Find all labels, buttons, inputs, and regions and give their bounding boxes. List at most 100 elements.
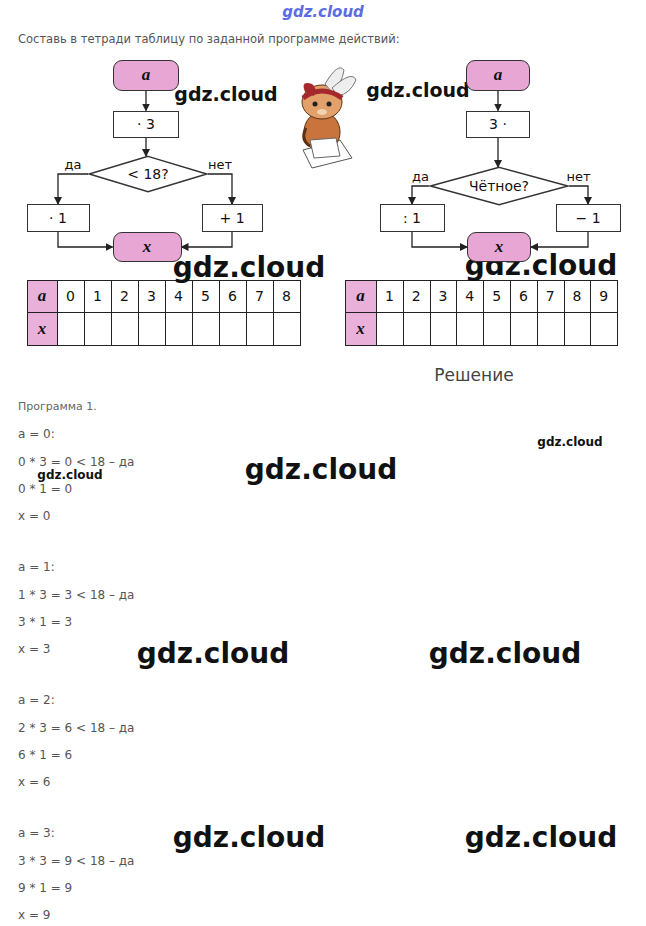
section-heading: Решение bbox=[434, 365, 513, 385]
watermark: gdz.cloud bbox=[429, 637, 581, 671]
solution-line: x = 0 bbox=[18, 509, 50, 523]
table-cell-value: 8 bbox=[282, 288, 291, 305]
process-box: 3 · bbox=[466, 111, 530, 138]
connector bbox=[412, 232, 467, 247]
connector bbox=[145, 138, 146, 157]
watermark: gdz.cloud bbox=[245, 453, 397, 487]
solution-line: a = 1: bbox=[18, 560, 55, 574]
connector bbox=[412, 186, 429, 204]
program-heading: Программа 1. bbox=[18, 400, 97, 413]
connector bbox=[497, 91, 498, 111]
node-text: < 18? bbox=[127, 166, 168, 182]
table-cell-value: 7 bbox=[546, 288, 555, 305]
solution-line: a = 3: bbox=[18, 826, 55, 840]
solution-line: 0 * 3 = 0 < 18 – да bbox=[18, 455, 134, 469]
solution-line: 6 * 1 = 6 bbox=[18, 748, 72, 762]
table-cell-value: 3 bbox=[439, 288, 448, 305]
table-cell-value: 6 bbox=[519, 288, 528, 305]
watermark: gdz.cloud bbox=[366, 79, 469, 102]
connector bbox=[569, 186, 588, 204]
connector bbox=[208, 174, 232, 204]
solution-line: x = 9 bbox=[18, 908, 50, 922]
end-box: x bbox=[467, 232, 531, 262]
table-cell bbox=[483, 312, 511, 346]
table-cell bbox=[111, 312, 139, 346]
table-cell bbox=[273, 312, 301, 346]
instruction-text: Составь в тетради таблицу по заданной пр… bbox=[18, 33, 400, 47]
node-text: a bbox=[142, 65, 151, 85]
node-text: : 1 bbox=[403, 210, 421, 226]
process-box: − 1 bbox=[556, 204, 621, 232]
table-cell bbox=[219, 312, 247, 346]
watermark: gdz.cloud bbox=[173, 251, 325, 285]
table-cell-value: 4 bbox=[465, 288, 474, 305]
watermark: gdz.cloud bbox=[465, 821, 617, 855]
site-header: gdz.cloud bbox=[282, 3, 364, 21]
node-text: 3 · bbox=[489, 116, 507, 132]
table-cell-value: 1 bbox=[385, 288, 394, 305]
table-cell-value: 7 bbox=[255, 288, 264, 305]
node-text: Чётное? bbox=[469, 178, 529, 194]
solution-line: x = 6 bbox=[18, 775, 50, 789]
table-cell-value: 5 bbox=[492, 288, 501, 305]
diamond-shape bbox=[89, 156, 207, 191]
solution-line: 9 * 1 = 9 bbox=[18, 881, 72, 895]
solution-line: 3 * 3 = 9 < 18 – да bbox=[18, 854, 134, 868]
connector bbox=[145, 91, 146, 111]
connector bbox=[182, 232, 233, 247]
node-text: · 1 bbox=[49, 210, 67, 226]
table-cell bbox=[590, 312, 618, 346]
table-cell-value: 8 bbox=[573, 288, 582, 305]
start-box: a bbox=[466, 60, 530, 91]
branch-label: да bbox=[63, 157, 84, 172]
process-box: : 1 bbox=[380, 204, 445, 232]
branch-label: да bbox=[410, 169, 431, 184]
table-header: a bbox=[38, 286, 47, 306]
node-text: x bbox=[495, 237, 504, 257]
table-cell bbox=[564, 312, 592, 346]
table-cell-value: 1 bbox=[93, 288, 102, 305]
diamond-shape bbox=[430, 167, 567, 204]
table-cell bbox=[192, 312, 220, 346]
branch-label: нет bbox=[206, 157, 234, 172]
table-cell-value: 9 bbox=[599, 288, 608, 305]
table-cell bbox=[246, 312, 274, 346]
solution-line: 3 * 1 = 3 bbox=[18, 615, 72, 629]
decision-diamond: < 18? bbox=[88, 156, 208, 192]
process-box: · 1 bbox=[27, 204, 90, 232]
node-text: · 3 bbox=[137, 116, 155, 132]
table-cell bbox=[456, 312, 484, 346]
table-cell bbox=[510, 312, 538, 346]
table-cell-value: 5 bbox=[201, 288, 210, 305]
watermark: gdz.cloud bbox=[173, 821, 325, 855]
table-cell-value: 2 bbox=[120, 288, 129, 305]
connector bbox=[497, 138, 498, 168]
solution-line: 2 * 3 = 6 < 18 – да bbox=[18, 721, 134, 735]
table-cell bbox=[537, 312, 565, 346]
table-header: x bbox=[38, 318, 47, 338]
decision-diamond: Чётное? bbox=[429, 167, 569, 205]
node-text: a bbox=[494, 65, 503, 85]
table-cell bbox=[84, 312, 112, 346]
table-cell bbox=[403, 312, 431, 346]
table-cell-value: 0 bbox=[66, 288, 75, 305]
connector bbox=[531, 232, 588, 247]
table-cell bbox=[430, 312, 458, 346]
process-box: + 1 bbox=[202, 204, 263, 232]
solution-line: 0 * 1 = 0 bbox=[18, 482, 72, 496]
watermark: gdz.cloud bbox=[537, 435, 602, 449]
bunny-picture bbox=[302, 68, 356, 168]
node-text: + 1 bbox=[219, 210, 244, 226]
solution-line: x = 3 bbox=[18, 642, 50, 656]
watermark: gdz.cloud bbox=[37, 468, 102, 482]
table-cell bbox=[138, 312, 166, 346]
end-box: x bbox=[113, 232, 182, 262]
node-text: x bbox=[143, 237, 152, 257]
table-cell bbox=[376, 312, 404, 346]
table-cell bbox=[165, 312, 193, 346]
watermark: gdz.cloud bbox=[174, 83, 277, 106]
table-cell-value: 3 bbox=[147, 288, 156, 305]
table-cell bbox=[57, 312, 85, 346]
table-header: a bbox=[356, 286, 365, 306]
